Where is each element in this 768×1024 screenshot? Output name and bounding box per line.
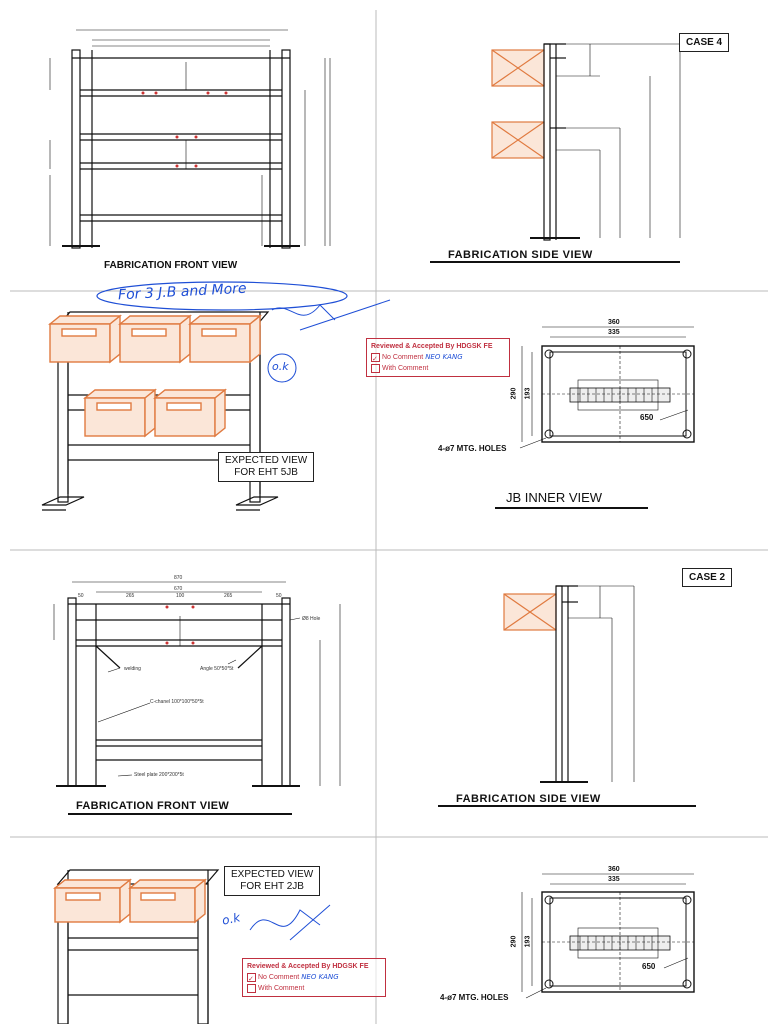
review-stamp-2: Reviewed & Accepted By HDGSK FE ✓No Comm… [242,958,386,997]
dim-335-2: 335 [608,876,620,883]
title-jb-inner-view: JB INNER VIEW [506,490,603,505]
handwriting-oval [96,281,348,311]
ok-circle-1 [267,353,297,383]
jb-inner-view-2 [521,873,695,999]
dim-870: 870 [174,575,183,581]
dim-670: 670 [174,586,183,592]
front-view-2 [53,581,341,787]
stamp-title: Reviewed & Accepted By HDGSK FE [371,343,493,350]
holes-label-1: 4-ø7 MTG. HOLES [438,444,507,453]
dim-290-2: 290 [510,935,518,948]
dim-193-2: 193 [524,935,532,948]
note-hole: Ø8 Hole [302,616,321,622]
stamp-signature: NEO KANG [301,973,339,981]
dim-265-right: 265 [224,593,233,599]
expected-line-1: EXPECTED VIEW [225,455,308,466]
signature-1 [271,299,391,331]
checkbox-no-comment-icon: ✓ [371,352,380,363]
dim-50-left: 50 [78,593,84,599]
checkbox-no-comment-icon: ✓ [247,972,256,983]
note-welding: welding [124,666,141,672]
holes-label-2: 4-ø7 MTG. HOLES [440,993,509,1002]
title-front-view-1: FABRICATION FRONT VIEW [104,260,238,271]
title-front-view-2: FABRICATION FRONT VIEW [76,800,230,812]
jb-inner-view-1 [519,326,695,449]
stamp-no-comment: No Comment [258,974,300,981]
checkbox-with-comment-icon [371,363,380,373]
dim-335-1: 335 [608,329,620,336]
note-plate: Steel plate 200*200*5t [134,772,184,778]
handwritten-ok-1: o.k [272,360,289,373]
dim-360-1: 360 [608,319,620,326]
stamp-no-comment: No Comment [382,354,424,361]
dim-650-1: 650 [640,413,654,422]
stamp-with-comment: With Comment [258,985,305,992]
expected-view-label-2jb: EXPECTED VIEW FOR EHT 2JB [224,866,321,896]
note-angle: Angle 50*50*5t [200,666,234,672]
title-side-view-1: FABRICATION SIDE VIEW [448,249,593,261]
title-side-view-2: FABRICATION SIDE VIEW [456,793,601,805]
dim-265-left: 265 [126,593,135,599]
dim-193-1: 193 [524,387,532,400]
note-channel: C-chanel 100*100*50*5t [150,699,204,705]
case-badge-4: CASE 4 [679,33,730,52]
dim-360-2: 360 [608,866,620,873]
review-stamp-1: Reviewed & Accepted By HDGSK FE ✓No Comm… [366,338,510,377]
dim-50-right: 50 [276,593,282,599]
expected-view-label-5jb: EXPECTED VIEW FOR EHT 5JB [218,452,315,482]
expected-line-2: FOR EHT 5JB [234,467,298,478]
stamp-title: Reviewed & Accepted By HDGSK FE [247,963,369,970]
case-badge-2: CASE 2 [682,568,733,587]
checkbox-with-comment-icon [247,983,256,993]
dim-650-2: 650 [642,962,656,971]
dim-100: 100 [176,593,185,599]
jb-boxes-5 [48,314,262,438]
jb-boxes-2 [53,878,207,924]
side-view-2 [503,585,635,783]
dim-290-1: 290 [510,387,518,400]
expected-line-2: FOR EHT 2JB [240,881,304,892]
signature-2 [249,904,331,941]
stamp-signature: NEO KANG [425,353,463,361]
expected-line-1: EXPECTED VIEW [231,869,314,880]
front-view-1 [49,29,331,249]
side-view-1 [491,43,681,241]
stamp-with-comment: With Comment [382,365,429,372]
